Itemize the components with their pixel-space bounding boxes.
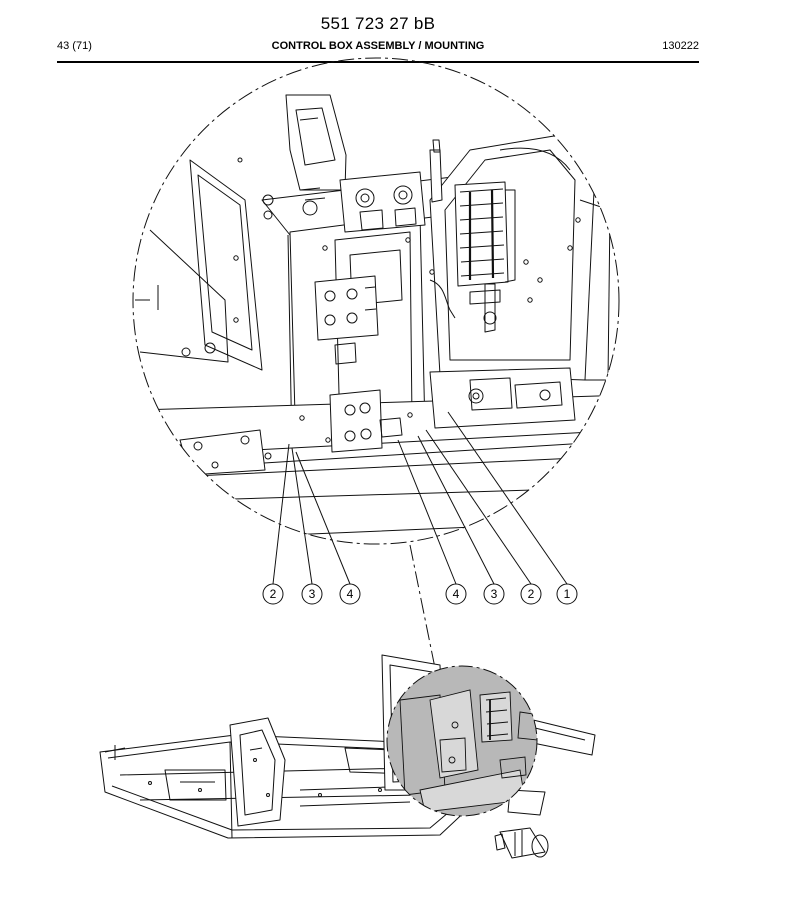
callout-leaders (272, 411, 568, 585)
callout-balloon: 2 (262, 583, 284, 605)
callout-balloon: 4 (339, 583, 361, 605)
detail-link-line (409, 544, 436, 669)
page-indicator: 43 (71) (57, 40, 92, 52)
callout-label: 3 (309, 587, 316, 601)
document-date: 130222 (662, 40, 699, 52)
document-number: 551 723 27 bB (320, 14, 436, 33)
callout-label: 1 (564, 587, 571, 601)
callout-balloon: 1 (556, 583, 578, 605)
detail-view (132, 57, 620, 545)
callout-balloon: 3 (483, 583, 505, 605)
callout-label: 2 (528, 587, 535, 601)
callout-balloon: 4 (445, 583, 467, 605)
section-title: CONTROL BOX ASSEMBLY / MOUNTING (271, 40, 485, 52)
page-header: 43 (71) CONTROL BOX ASSEMBLY / MOUNTING … (57, 40, 699, 56)
callout-label: 2 (270, 587, 277, 601)
callout-balloon: 3 (301, 583, 323, 605)
detail-highlight (386, 665, 538, 817)
header-rule (57, 61, 699, 63)
callout-label: 4 (453, 587, 460, 601)
callout-balloon: 2 (520, 583, 542, 605)
valve-stack (454, 181, 516, 333)
callout-label: 4 (347, 587, 354, 601)
hydraulic-cylinder (494, 827, 549, 859)
callout-label: 3 (491, 587, 498, 601)
